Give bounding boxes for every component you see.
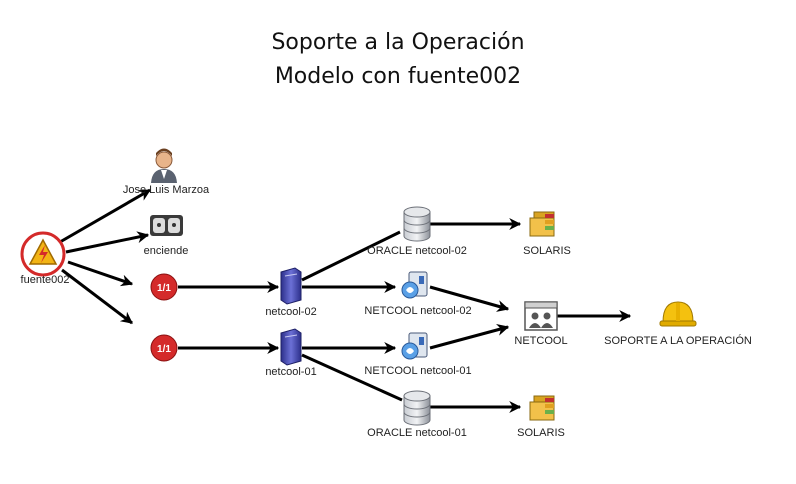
node-label-solaris-top: SOLARIS (523, 245, 571, 257)
group-icon (524, 301, 558, 331)
node-oracle01[interactable]: ORACLE netcool-01 (367, 390, 467, 439)
application-icon (401, 271, 428, 299)
server-icon (280, 267, 302, 305)
node-label-person: Jose Luis Marzoa (123, 184, 210, 196)
node-label-solaris-bottom: SOLARIS (517, 427, 565, 439)
node-solaris-bottom[interactable]: SOLARIS (517, 395, 565, 439)
node-label-netcool02: netcool-02 (265, 306, 316, 318)
application-icon (401, 332, 428, 360)
node-netcool01[interactable]: netcool-01 (265, 328, 317, 378)
node-label-ncapp02: NETCOOL netcool-02 (364, 305, 471, 317)
node-label-oracle01: ORACLE netcool-01 (367, 427, 467, 439)
badge-lower-text: 1/1 (157, 344, 171, 355)
node-enciende[interactable]: enciende (144, 215, 189, 257)
power-outlet-icon (150, 215, 183, 236)
edge-netcool02-oracle02 (301, 230, 401, 282)
edge-fuente-badge-lower (61, 268, 133, 325)
diagram-title-line1: Soporte a la Operación (271, 30, 525, 55)
node-label-oracle02: ORACLE netcool-02 (367, 245, 467, 257)
edge-ncapp01-netcool (429, 324, 510, 350)
node-soporte[interactable]: SOPORTE A LA OPERACIÓN (604, 301, 752, 347)
server-icon (280, 328, 302, 366)
edges (59, 188, 632, 413)
node-label-netcool-service: NETCOOL (514, 335, 567, 347)
node-fuente[interactable]: fuente002 (20, 231, 70, 286)
edge-netcool01-oracle01 (301, 353, 403, 402)
hard-hat-icon (659, 301, 697, 327)
edge-fuente-badge-upper (67, 260, 134, 287)
database-icon (403, 206, 431, 242)
edge-ncapp02-netcool (429, 285, 510, 312)
node-netcool02[interactable]: netcool-02 (265, 267, 317, 318)
node-person[interactable]: Jose Luis Marzoa (123, 148, 210, 197)
node-ncapp01[interactable]: NETCOOL netcool-01 (364, 332, 472, 377)
node-label-netcool01: netcool-01 (265, 366, 316, 378)
node-netcool-service[interactable]: NETCOOL (514, 301, 568, 347)
diagram-title-line2: Modelo con fuente002 (274, 64, 522, 89)
node-label-soporte: SOPORTE A LA OPERACIÓN (604, 334, 752, 347)
node-oracle02[interactable]: ORACLE netcool-02 (367, 206, 467, 257)
database-icon (403, 390, 431, 426)
user-icon (151, 148, 177, 183)
edge-fuente-enciende (65, 231, 150, 254)
node-ncapp02[interactable]: NETCOOL netcool-02 (364, 271, 472, 317)
folder-stack-icon (529, 211, 555, 237)
node-label-fuente: fuente002 (21, 274, 70, 286)
badge-upper-text: 1/1 (157, 283, 171, 294)
edge-fuente-person (59, 188, 152, 244)
node-label-ncapp01: NETCOOL netcool-01 (364, 365, 471, 377)
badge-upper[interactable]: 1/1 (150, 273, 178, 301)
node-label-enciende: enciende (144, 245, 189, 257)
badge-lower[interactable]: 1/1 (150, 334, 178, 362)
node-solaris-top[interactable]: SOLARIS (523, 211, 571, 257)
folder-stack-icon (529, 395, 555, 421)
